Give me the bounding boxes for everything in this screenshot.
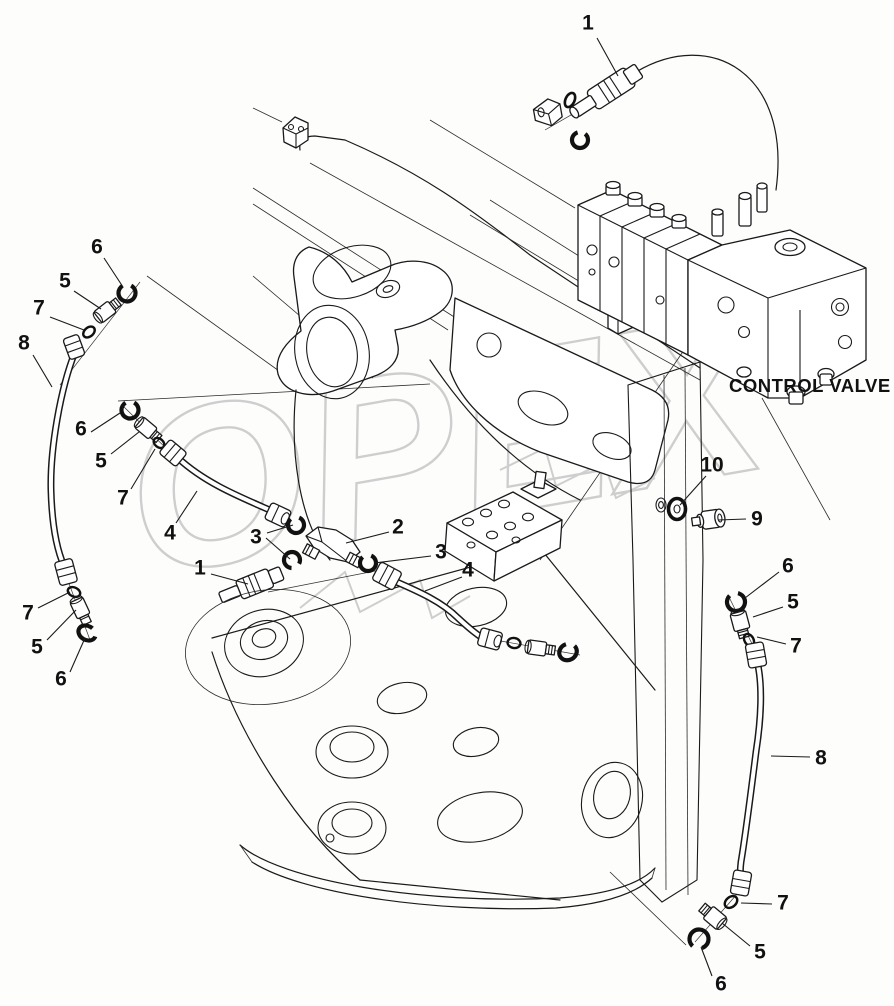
callout-leader [596,37,619,77]
fitting-group-bottom-left [66,585,98,643]
fitting-5 [69,595,92,626]
callout-leader [756,636,787,645]
callout-number-5: 5 [95,450,107,473]
control-valve-label: CONTROL VALVE [729,375,891,396]
callout-number-6: 6 [75,418,87,441]
port-holes [461,499,535,549]
callout-leader [103,257,124,288]
callout-leader [210,573,249,585]
main-frame-drawing [211,244,704,910]
tube-8-left [47,334,86,586]
fitting-group-right [724,590,756,648]
callout-leader [73,290,102,310]
callout-number-5: 5 [59,270,71,293]
elbow-fitting [532,98,563,127]
callout-leader [424,576,463,592]
callout-number-6: 6 [55,668,67,691]
callout-number-4: 4 [462,559,474,582]
callout-number-6: 6 [715,973,727,996]
callout-number-3: 3 [250,526,262,549]
callout-leader [752,606,784,618]
callout-number-3: 3 [435,541,447,564]
callout-leader [130,448,156,490]
hose-connector-top [532,63,644,151]
fitting-5 [698,902,728,931]
callout-leader [679,475,707,506]
tube-4-left [159,439,292,528]
callout-number-5: 5 [754,941,766,964]
fitting-group-center-bottom [506,636,579,663]
fitting-5 [92,297,122,324]
tee-block-2 [301,526,364,569]
clamp-block [282,116,309,149]
tube-4-right [372,561,503,651]
callout-leader [700,946,713,977]
callout-number-1: 1 [582,12,594,35]
callout-leader [266,524,294,534]
tube-8-right [729,641,768,897]
callout-number-6: 6 [782,555,794,578]
callout-number-7: 7 [790,635,802,658]
callout-number-8: 8 [18,332,30,355]
callout-leader [175,490,198,524]
callout-leader [717,518,747,521]
callout-number-5: 5 [787,591,799,614]
callout-leader [110,431,140,455]
orings-3 [281,514,379,574]
callout-number-7: 7 [117,487,129,510]
callout-leader [744,571,780,599]
callout-number-7: 7 [33,297,45,320]
callout-number-6: 6 [91,236,103,259]
callout-leader [69,637,86,673]
fitting-group-bottom-right [687,894,739,951]
callout-number-5: 5 [31,636,43,659]
callout-leader [770,755,811,758]
fitting-5 [524,639,557,657]
callout-leader [32,354,53,388]
callout-leader [345,531,390,544]
valve-solenoid-caps [605,180,687,229]
callout-number-2: 2 [392,516,404,539]
callout-number-8: 8 [815,747,827,770]
callout-number-7: 7 [777,892,789,915]
callout-leader [90,412,121,433]
callout-leader [46,609,77,641]
callout-leader [721,922,751,947]
fitting-group-mid-left [119,399,166,450]
callout-leader [740,902,773,905]
callout-number-4: 4 [164,522,176,545]
callout-leader [37,591,71,609]
callout-number-9: 9 [751,508,763,531]
callout-number-7: 7 [22,602,34,625]
callout-number-1: 1 [194,557,206,580]
callout-leader [49,316,85,331]
callout-number-10: 10 [700,454,723,477]
fitting-group-top-left [82,282,138,339]
callout-leader [373,555,432,564]
callout-leader [265,537,291,560]
control-valve-drawing [577,54,867,405]
plug-9 [690,508,726,530]
connector-1-center [185,566,351,706]
fitting-5 [729,608,751,640]
